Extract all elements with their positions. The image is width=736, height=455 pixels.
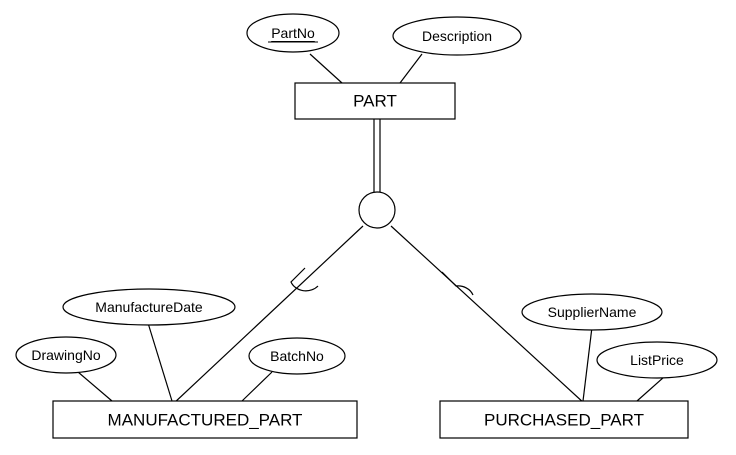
attr-partno-label: PartNo [271,25,315,41]
attr-manufacturedate-label: ManufactureDate [95,299,203,315]
attr-manufacturedate-oval [62,288,236,326]
entity-manufactured-part-box [52,400,358,439]
attr-batchno-oval [248,337,346,375]
entity-purchased-part-label: PURCHASED_PART [484,411,644,430]
subset-symbol-manufactured [290,267,319,292]
connector-listprice-purchased [636,376,665,402]
attr-suppliername-oval [521,293,663,331]
connector-partno-part [309,53,343,84]
attr-drawingno-oval [15,336,117,374]
subset-symbol-purchased [441,271,474,296]
entity-part-label: PART [353,92,397,111]
specialization-circle [358,191,396,229]
connector-drawingno-manufactured [77,371,113,402]
entity-manufactured-part-label: MANUFACTURED_PART [108,411,303,430]
connector-batchno-manufactured [241,371,273,402]
attr-suppliername-label: SupplierName [548,304,637,320]
entity-part-box [294,82,456,120]
connector-suppliername-purchased [582,326,593,402]
attr-description-oval [392,16,522,56]
attr-listprice-oval [596,341,718,379]
specialization-line-purchased [390,225,586,405]
entity-purchased-part-box [439,400,689,439]
attr-batchno-label: BatchNo [270,348,324,364]
specialization-line-manufactured [172,225,364,405]
attr-listprice-label: ListPrice [630,352,684,368]
attr-drawingno-label: DrawingNo [31,347,100,363]
connector-manufacturedate-manufactured [147,322,173,402]
connector-description-part [399,53,423,84]
attr-description-label: Description [422,28,492,44]
